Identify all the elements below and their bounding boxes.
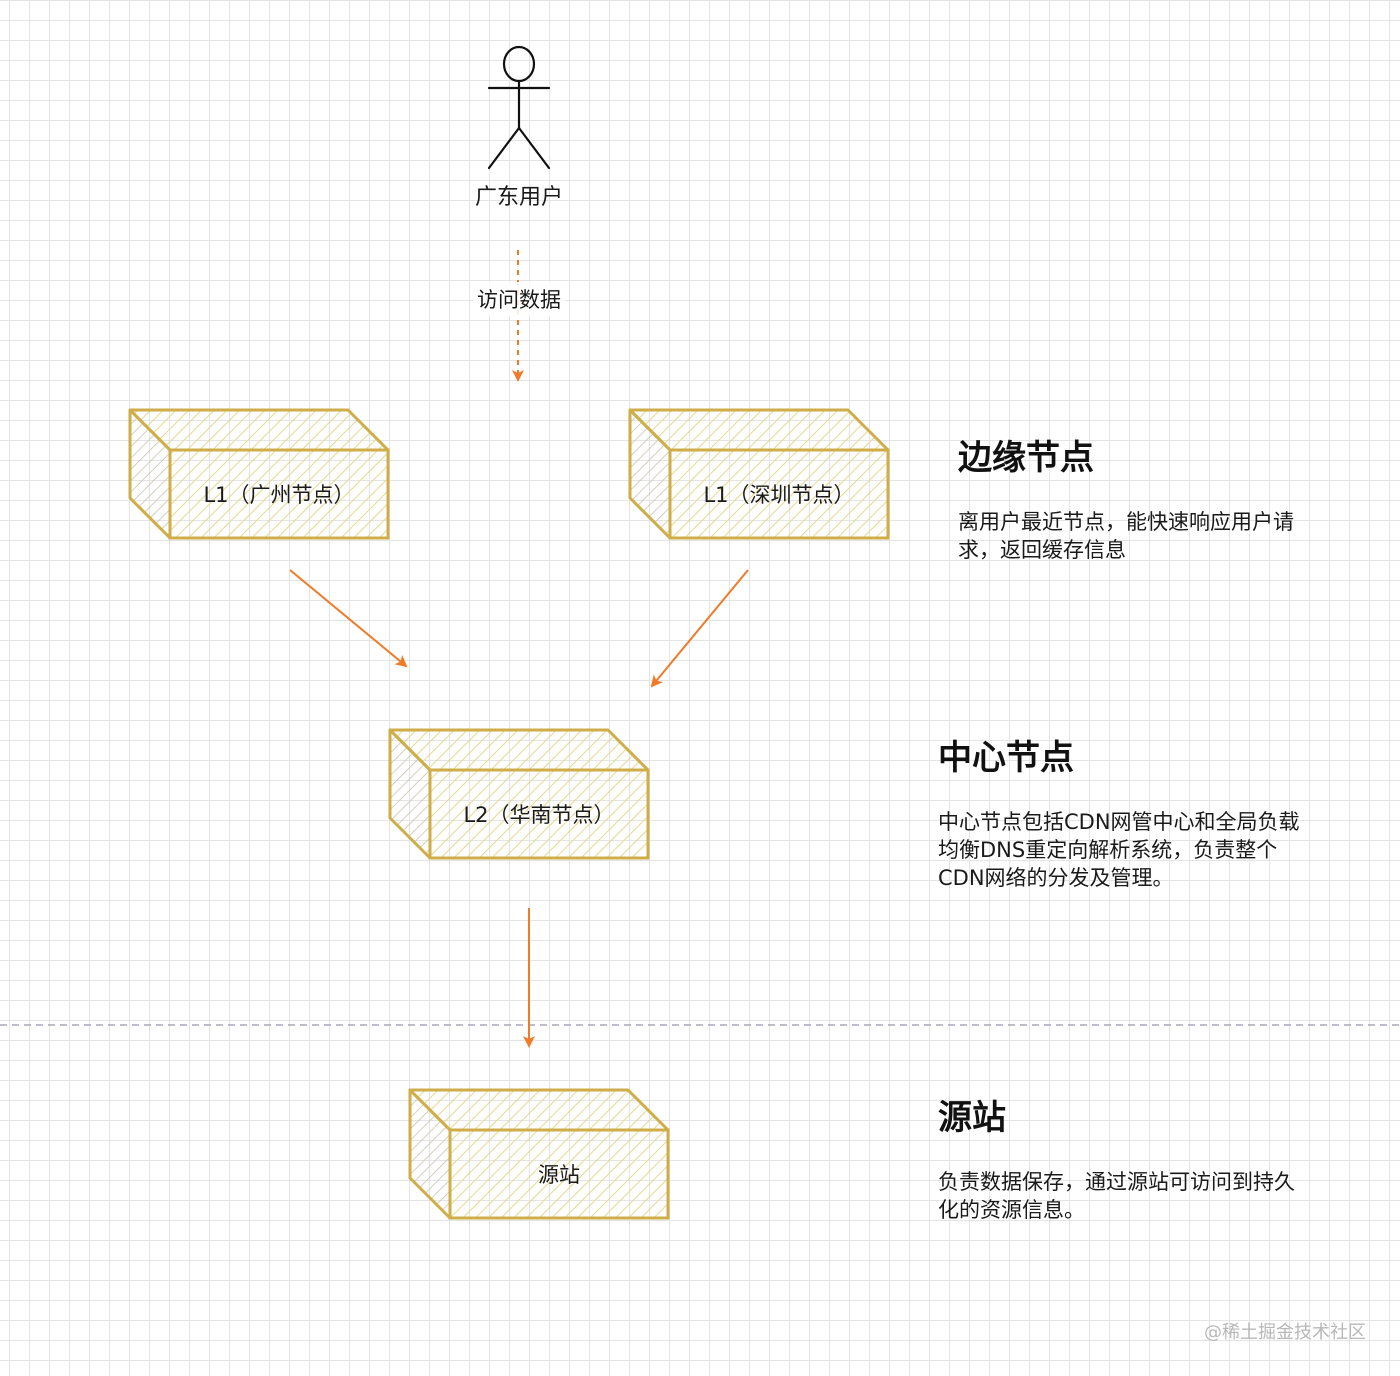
watermark: @稀土掘金技术社区: [1204, 1322, 1366, 1343]
user-label: 广东用户: [474, 185, 564, 210]
node-label-l1-shenzhen: L1（深圳节点）: [703, 483, 855, 507]
box-l1-guangzhou[interactable]: [128, 408, 390, 540]
arrow-guangzhou-to-huanan: [289, 569, 408, 668]
box-l1-shenzhen[interactable]: [628, 408, 890, 540]
arrow-shenzhen-to-huanan: [650, 569, 749, 688]
section-desc-origin: 负责数据保存，通过源站可访问到持久化的资源信息。: [938, 1170, 1295, 1222]
box-origin[interactable]: [408, 1088, 670, 1220]
section-desc-edge: 离用户最近节点，能快速响应用户请求，返回缓存信息: [958, 510, 1294, 562]
node-label-origin: 源站: [538, 1163, 580, 1187]
section-title-center: 中心节点: [938, 738, 1074, 778]
access-label: 访问数据: [473, 282, 565, 316]
section-title-origin: 源站: [938, 1098, 1006, 1138]
user-figure-icon: [487, 45, 551, 170]
section-desc-center: 中心节点包括CDN网管中心和全局负载均衡DNS重定向解析系统，负责整个CDN网络…: [938, 810, 1300, 890]
box-l2-huanan[interactable]: [388, 728, 650, 860]
node-label-l1-guangzhou: L1（广州节点）: [203, 483, 355, 507]
section-title-edge: 边缘节点: [958, 438, 1094, 478]
node-label-l2-huanan: L2（华南节点）: [463, 803, 615, 827]
